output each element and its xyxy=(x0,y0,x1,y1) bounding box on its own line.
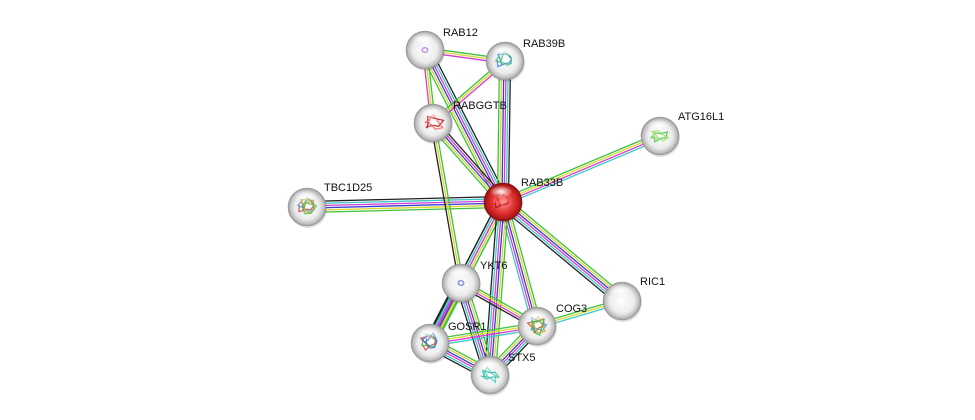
edge-evidence-line xyxy=(307,202,504,209)
structure-squiggle xyxy=(457,279,465,287)
edge-evidence-line xyxy=(430,123,460,284)
node-label: RABGGTB xyxy=(453,100,507,112)
edge-evidence-line xyxy=(506,197,626,298)
teal-helix-structure-icon xyxy=(480,365,500,384)
edge-evidence-line xyxy=(492,202,507,376)
edge-evidence-line xyxy=(434,122,464,283)
edge-evidence-line xyxy=(503,136,661,204)
edge-evidence-line xyxy=(306,200,503,207)
edge-evidence-line xyxy=(506,200,542,326)
edge-evidence-line xyxy=(306,198,503,205)
node-label: RIC1 xyxy=(640,276,665,288)
edge-evidence-line xyxy=(496,60,501,202)
purple-protein-structure-icon xyxy=(421,46,429,54)
node-rabggtb[interactable]: RABGGTB xyxy=(413,100,507,144)
structure-squiggle xyxy=(530,316,548,332)
edge-evidence-line xyxy=(501,60,505,202)
node-highlight xyxy=(476,358,500,371)
node-rab12[interactable]: RAB12 xyxy=(405,27,478,71)
node-tbc1d25[interactable]: TBC1D25 xyxy=(287,182,372,228)
node-highlight xyxy=(523,309,547,322)
edge-rab33b-tbc1d25[interactable] xyxy=(306,195,504,214)
node-atg16l1[interactable]: ATG16L1 xyxy=(640,111,724,157)
edge-evidence-line xyxy=(307,204,504,211)
edge-evidence-line xyxy=(429,47,509,200)
edge-rab33b-atg16l1[interactable] xyxy=(501,132,662,206)
edge-evidence-line xyxy=(504,201,540,326)
node-highlight xyxy=(608,284,632,297)
edge-evidence-line xyxy=(432,122,462,284)
edge-evidence-line xyxy=(502,134,660,202)
edge-evidence-line xyxy=(501,202,622,303)
node-rab33b[interactable]: RAB33B xyxy=(483,177,563,223)
edge-evidence-line xyxy=(505,61,509,203)
lilac-protein-structure-icon xyxy=(457,279,465,287)
node-highlight xyxy=(447,266,471,279)
structure-squiggle xyxy=(421,46,429,54)
node-highlight xyxy=(491,44,515,57)
node-label: ATG16L1 xyxy=(678,111,724,123)
edge-evidence-line xyxy=(490,202,505,376)
node-ric1[interactable]: RIC1 xyxy=(602,276,665,322)
edge-rab33b-rab39b[interactable] xyxy=(496,60,512,203)
node-label: TBC1D25 xyxy=(324,182,372,194)
node-label: YKT6 xyxy=(480,260,508,272)
structure-squiggle xyxy=(482,365,497,384)
edge-evidence-line xyxy=(503,200,624,301)
edge-evidence-line xyxy=(427,48,507,201)
node-label: RAB39B xyxy=(523,38,565,50)
edge-evidence-line xyxy=(425,49,505,202)
edge-evidence-line xyxy=(306,195,503,203)
edge-evidence-line xyxy=(501,132,659,200)
edge-evidence-line xyxy=(502,201,538,327)
edge-rab33b-ric1[interactable] xyxy=(499,197,626,306)
node-highlight xyxy=(411,33,435,46)
node-cog3[interactable]: COG3 xyxy=(517,303,587,347)
node-label: GOSR1 xyxy=(448,321,487,333)
node-label: RAB33B xyxy=(521,177,563,189)
edge-evidence-line xyxy=(500,204,621,305)
node-stx5[interactable]: STX5 xyxy=(470,352,536,396)
node-label: STX5 xyxy=(508,352,536,364)
edge-evidence-line xyxy=(499,60,503,202)
node-label: COG3 xyxy=(556,303,587,315)
edge-evidence-line xyxy=(423,50,503,203)
node-highlight xyxy=(416,326,440,339)
edge-evidence-line xyxy=(504,198,625,299)
edge-evidence-line xyxy=(503,61,507,203)
edge-evidence-line xyxy=(307,206,504,214)
node-highlight xyxy=(293,190,317,203)
edge-evidence-line xyxy=(504,138,662,206)
edge-evidence-line xyxy=(494,202,510,376)
edge-rabggtb-ykt6[interactable] xyxy=(430,122,464,284)
edge-evidence-line xyxy=(488,201,503,375)
edge-evidence-line xyxy=(486,201,501,375)
edge-evidence-line xyxy=(507,61,512,203)
node-gosr1[interactable]: GOSR1 xyxy=(410,321,487,364)
edge-evidence-line xyxy=(499,205,619,306)
node-rab39b[interactable]: RAB39B xyxy=(485,38,565,82)
node-ykt6[interactable]: YKT6 xyxy=(441,260,508,304)
node-highlight xyxy=(646,119,670,132)
node-highlight xyxy=(419,106,443,119)
node-highlight xyxy=(489,185,513,198)
node-label: RAB12 xyxy=(443,27,478,39)
